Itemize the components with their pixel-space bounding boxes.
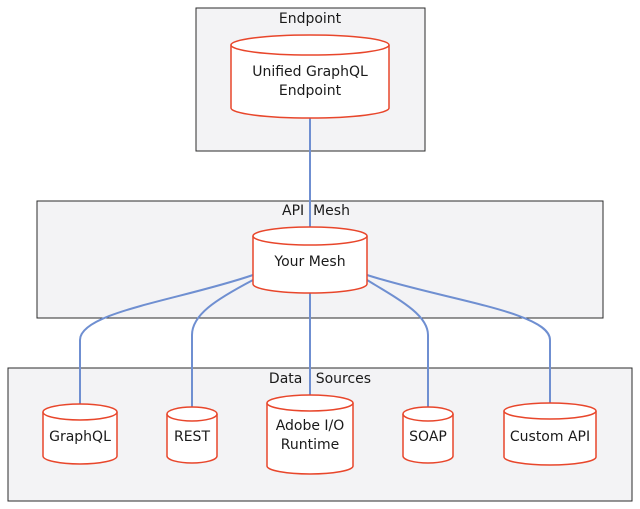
rest-node: REST <box>166 406 218 464</box>
unified-graphql-endpoint-node: Unified GraphQL Endpoint <box>230 34 390 119</box>
adobe-io-label-line1: Adobe I/O <box>276 418 345 434</box>
adobe-io-label-line2: Runtime <box>281 437 339 453</box>
graphql-node: GraphQL <box>42 403 118 465</box>
your-mesh-node: Your Mesh <box>252 226 368 294</box>
your-mesh-label: Your Mesh <box>273 254 345 270</box>
edge-mesh-to-rest <box>191 279 254 408</box>
data-sources-group-title: Data Sources <box>269 371 371 387</box>
edge-mesh-to-custom-api <box>366 274 551 403</box>
adobe-io-runtime-node: Adobe I/O Runtime <box>266 394 354 475</box>
custom-api-node: Custom API <box>503 402 597 466</box>
graphql-label: GraphQL <box>49 429 111 445</box>
endpoint-group-title: Endpoint <box>279 11 342 27</box>
soap-node: SOAP <box>402 406 454 464</box>
api-mesh-group-title: API Mesh <box>282 203 350 219</box>
edge-mesh-to-graphql <box>79 274 254 405</box>
soap-label: SOAP <box>409 429 447 445</box>
rest-label: REST <box>174 429 210 445</box>
unified-endpoint-label-line2: Endpoint <box>279 83 342 99</box>
unified-endpoint-label-line1: Unified GraphQL <box>252 64 368 80</box>
edge-mesh-to-soap <box>366 279 429 408</box>
custom-api-label: Custom API <box>510 429 590 445</box>
